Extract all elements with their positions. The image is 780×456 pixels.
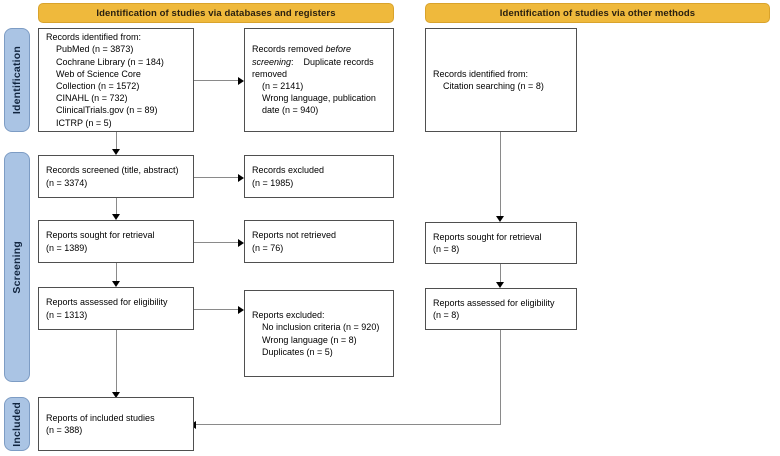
arrowhead-other-sought-to-assessed	[496, 282, 504, 288]
reports-assessed-left-text: Reports assessed for eligibility (n = 13…	[46, 297, 168, 320]
arrowhead-screened-to-sought	[112, 214, 120, 220]
arrowhead-identified-to-screened	[112, 149, 120, 155]
box-records-screened: Records screened (title, abstract) (n = …	[38, 155, 194, 198]
records-identified-text: Records identified from: PubMed (n = 387…	[46, 32, 164, 128]
records-excluded-text: Records excluded (n = 1985)	[252, 165, 325, 188]
banner-label-other-methods: Identification of studies via other meth…	[499, 7, 696, 19]
connector-identified-to-removed	[194, 80, 238, 81]
box-reports-not-retrieved: Reports not retrieved (n = 76)	[244, 220, 394, 263]
records-identified-other-text: Records identified from: Citation search…	[433, 68, 544, 91]
connector-other-sought-to-assessed	[500, 264, 501, 282]
records-removed-text: Records removed before screening: Duplic…	[252, 43, 387, 116]
connector-other-assessed-to-included	[196, 424, 501, 425]
banner-other-methods: Identification of studies via other meth…	[425, 3, 770, 23]
records-removed-items: Duplicate records removed (n = 2141) Wro…	[252, 56, 376, 116]
box-reports-assessed-right: Reports assessed for eligibility (n = 8)	[425, 288, 577, 330]
connector-assessed-to-excluded	[194, 309, 238, 310]
phase-label-screening: Screening	[11, 240, 23, 294]
box-records-excluded: Records excluded (n = 1985)	[244, 155, 394, 198]
connector-sought-to-assessed	[116, 263, 117, 281]
arrowhead-assessed-to-excluded	[238, 305, 244, 314]
records-screened-text: Records screened (title, abstract) (n = …	[46, 165, 179, 188]
reports-excluded-text: Reports excluded: No inclusion criteria …	[252, 310, 380, 357]
connector-other-identified-to-sought	[500, 132, 501, 216]
included-studies-text: Reports of included studies (n = 388)	[46, 412, 155, 435]
reports-sought-left-text: Reports sought for retrieval (n = 1389)	[46, 230, 155, 253]
phase-bar-screening: Screening	[4, 152, 30, 382]
reports-assessed-right-text: Reports assessed for eligibility (n = 8)	[433, 297, 555, 320]
connector-screened-to-excluded	[194, 177, 238, 178]
phase-label-included: Included	[11, 401, 23, 447]
connector-sought-to-not-retrieved	[194, 242, 238, 243]
arrowhead-assessed-to-included	[112, 392, 120, 398]
arrowhead-identified-to-removed	[238, 76, 244, 85]
box-records-identified-other-methods: Records identified from: Citation search…	[425, 28, 577, 132]
records-removed-title-suffix: :	[291, 56, 294, 67]
connector-assessed-to-included	[116, 330, 117, 392]
box-reports-sought-right: Reports sought for retrieval (n = 8)	[425, 222, 577, 264]
box-records-identified-databases: Records identified from: PubMed (n = 387…	[38, 28, 194, 132]
phase-bar-included: Included	[4, 397, 30, 451]
banner-label-databases-registers: Identification of studies via databases …	[96, 7, 336, 19]
arrowhead-sought-to-assessed	[112, 281, 120, 287]
arrowhead-sought-to-not-retrieved	[238, 238, 244, 247]
reports-sought-right-text: Reports sought for retrieval (n = 8)	[433, 231, 542, 254]
box-reports-assessed-left: Reports assessed for eligibility (n = 13…	[38, 287, 194, 330]
records-removed-title-plain: Records removed	[252, 44, 326, 55]
connector-identified-to-screened	[116, 132, 117, 149]
box-reports-excluded: Reports excluded: No inclusion criteria …	[244, 290, 394, 377]
arrowhead-screened-to-excluded	[238, 173, 244, 182]
connector-other-assessed-down	[500, 330, 501, 424]
arrowhead-other-identified-to-sought	[496, 216, 504, 222]
connector-screened-to-sought	[116, 198, 117, 214]
records-removed-title-italic: before screening	[252, 44, 352, 67]
box-reports-sought-left: Reports sought for retrieval (n = 1389)	[38, 220, 194, 263]
phase-label-identification: Identification	[11, 45, 23, 115]
box-reports-of-included-studies: Reports of included studies (n = 388)	[38, 397, 194, 451]
box-records-removed-before-screening: Records removed before screening: Duplic…	[244, 28, 394, 132]
banner-databases-registers: Identification of studies via databases …	[38, 3, 394, 23]
reports-not-retrieved-text: Reports not retrieved (n = 76)	[252, 230, 337, 253]
phase-bar-identification: Identification	[4, 28, 30, 132]
